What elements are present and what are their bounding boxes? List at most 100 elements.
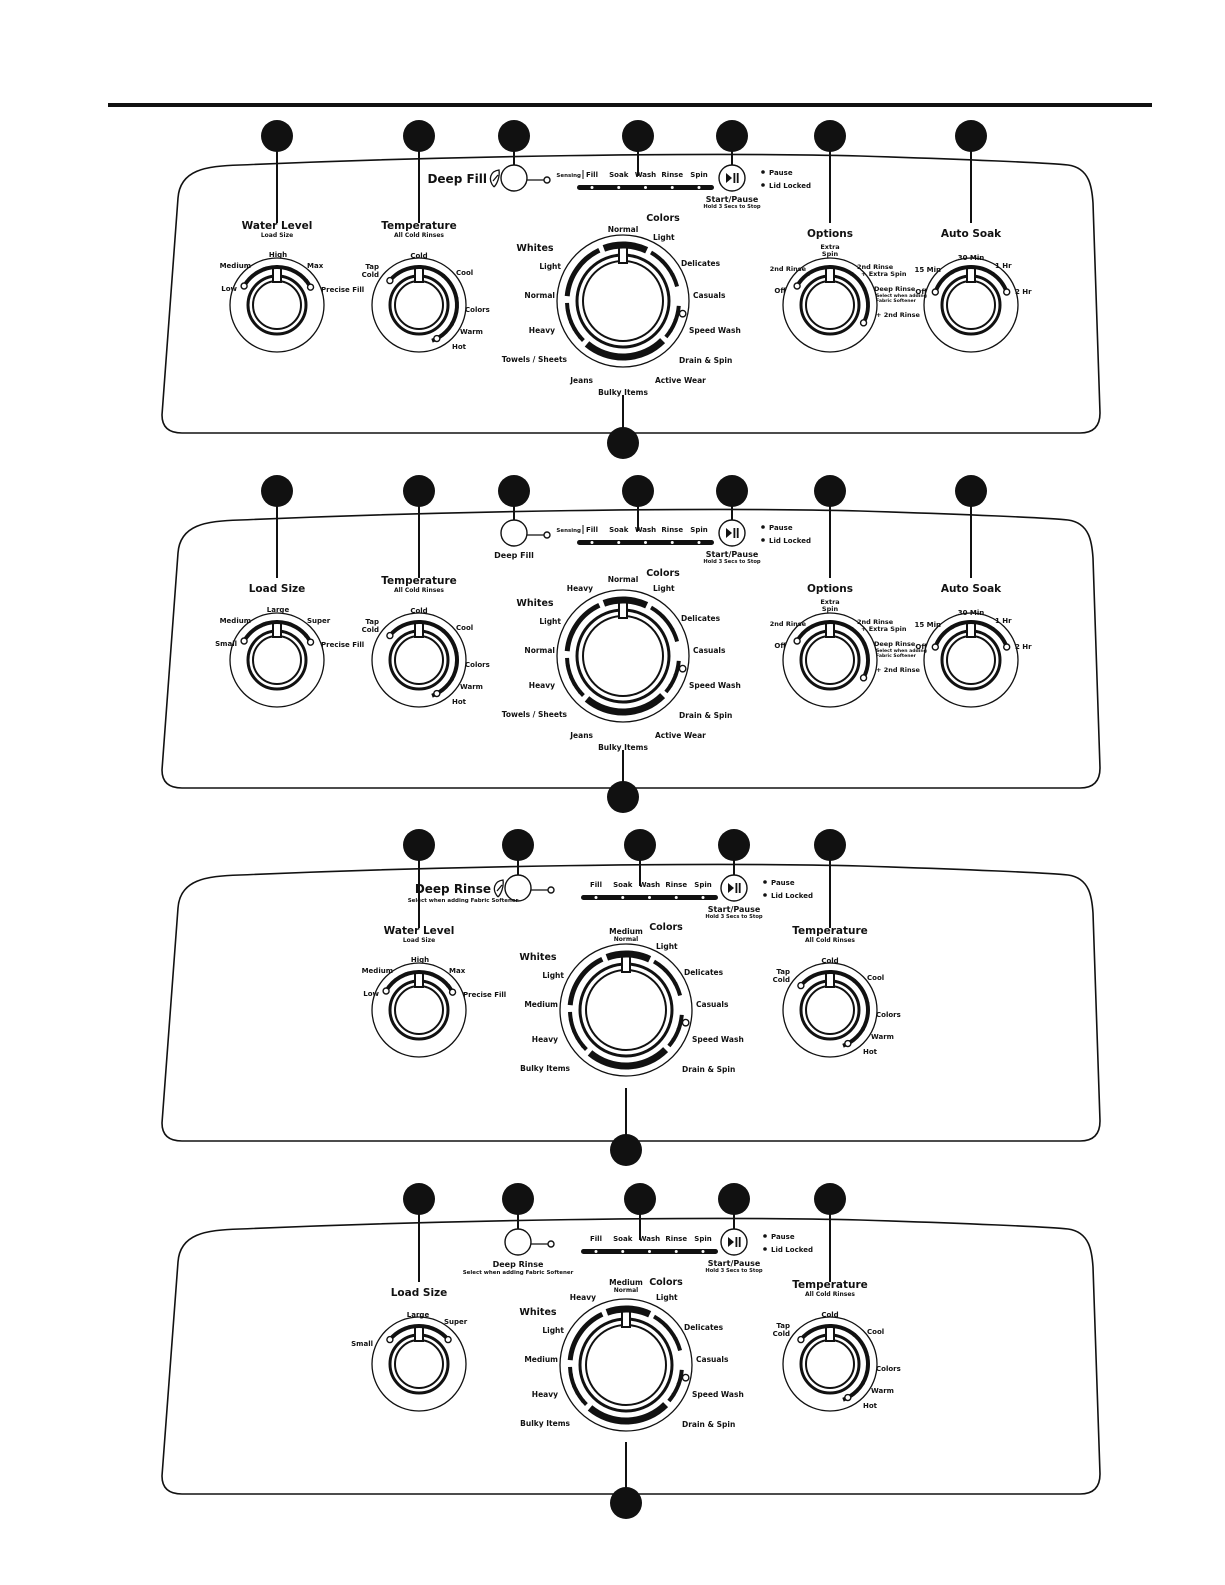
indicator-dot <box>262 267 267 272</box>
knob-temperature[interactable]: TapColdColdCoolColorsWarmHotTemperatureA… <box>362 220 490 353</box>
cycle-pointer <box>621 1310 631 1328</box>
cycle-dial[interactable] <box>575 253 671 349</box>
knob-pointer <box>825 972 835 988</box>
dial-arc <box>388 620 459 698</box>
dial-arc <box>649 250 680 288</box>
cycle-pointer <box>618 601 628 619</box>
status-stage-label: Fill <box>586 526 598 534</box>
knob-dial[interactable] <box>246 274 308 336</box>
indicator-dot <box>614 1307 619 1312</box>
cycle-option-label: Light <box>542 971 564 980</box>
knob-option-label: Max <box>307 262 324 270</box>
knob-dial[interactable] <box>799 274 861 336</box>
cycle-option-label: Speed Wash <box>692 1390 744 1399</box>
indicator-dot <box>660 259 665 264</box>
indicator-dot <box>668 328 673 333</box>
knob-dial[interactable] <box>799 979 861 1041</box>
indicator-dot <box>433 334 441 343</box>
knob-temperature[interactable]: TapColdColdCoolColorsWarmHotTemperatureA… <box>362 575 490 708</box>
knob-dial[interactable] <box>940 274 1002 336</box>
knob-option-label: Low <box>221 285 237 293</box>
cycle-option-label: Speed Wash <box>689 681 741 690</box>
knob-option-label: Small <box>215 640 237 648</box>
knob-option-label: Medium <box>362 967 393 975</box>
indicator-dot <box>581 1398 586 1403</box>
indicator-dot <box>575 1391 580 1395</box>
indicator-dot <box>668 683 673 688</box>
indicator-dot <box>862 641 867 646</box>
knob-pointer <box>272 622 282 638</box>
cycle-dial[interactable] <box>578 1317 674 1413</box>
knob-dial[interactable] <box>246 629 308 691</box>
indicator-dot <box>624 1307 628 1311</box>
indicator-dot <box>591 962 596 967</box>
status-stage-label: Soak <box>613 1235 633 1243</box>
knob-dial[interactable] <box>799 629 861 691</box>
option-button[interactable] <box>500 164 528 192</box>
speed-wash-dot <box>681 1018 690 1027</box>
button-label: Deep Rinse <box>415 882 491 896</box>
indicator-label: Pause <box>771 1233 795 1241</box>
knob-dial[interactable] <box>799 1333 861 1395</box>
cycle-option-label: Medium <box>524 1355 558 1364</box>
knob-temperature[interactable]: TapColdColdCoolColorsWarmHotTemperatureA… <box>773 1279 901 1412</box>
knob-option-label: Hot <box>863 1048 878 1056</box>
indicator-dot <box>849 626 854 631</box>
cycle-pointer <box>618 246 628 264</box>
indicator-dot <box>441 628 446 633</box>
indicator-dot <box>797 981 805 990</box>
cycle-dial[interactable] <box>575 608 671 704</box>
cycle-option-label: Light <box>656 1293 678 1302</box>
knob-bezel <box>923 612 1019 708</box>
indicator-dot <box>859 674 868 682</box>
indicator-dot <box>621 598 625 602</box>
deep-fill-rinse-button[interactable]: Deep Fill <box>427 164 551 192</box>
option-button[interactable] <box>504 1228 532 1256</box>
knob-temperature[interactable]: TapColdColdCoolColorsWarmHotTemperatureA… <box>773 925 901 1058</box>
indicator-dot <box>969 620 973 624</box>
cycle-dial[interactable] <box>578 962 674 1058</box>
knob-dial[interactable] <box>388 1333 450 1395</box>
indicator-dot <box>931 288 939 296</box>
dial-arc <box>799 970 870 1048</box>
knob-option-label: Colors <box>876 1011 901 1019</box>
option-button[interactable] <box>500 519 528 547</box>
callout-4-marker <box>718 829 750 861</box>
dial-arc <box>584 693 666 716</box>
play-icon <box>728 1237 734 1247</box>
cycle-option-label: Delicates <box>681 259 721 268</box>
indicator-dot <box>652 1411 656 1416</box>
knob-dial[interactable] <box>388 274 450 336</box>
knob-bezel <box>229 257 325 353</box>
indicator-light <box>763 893 767 897</box>
indicator-dot <box>565 308 570 313</box>
button-label: Deep Fill <box>494 551 534 560</box>
knob-dial[interactable] <box>940 629 1002 691</box>
option-button[interactable] <box>504 874 532 902</box>
callout-2-marker <box>403 475 435 507</box>
indicator-dot <box>603 1059 608 1064</box>
status-light-core <box>621 1250 625 1253</box>
knob-dial[interactable] <box>388 979 450 1041</box>
knob-dial[interactable] <box>388 629 450 691</box>
deep-fill-rinse-button[interactable]: Deep Fill <box>494 519 551 560</box>
status-prefix: Sensing <box>556 528 581 534</box>
